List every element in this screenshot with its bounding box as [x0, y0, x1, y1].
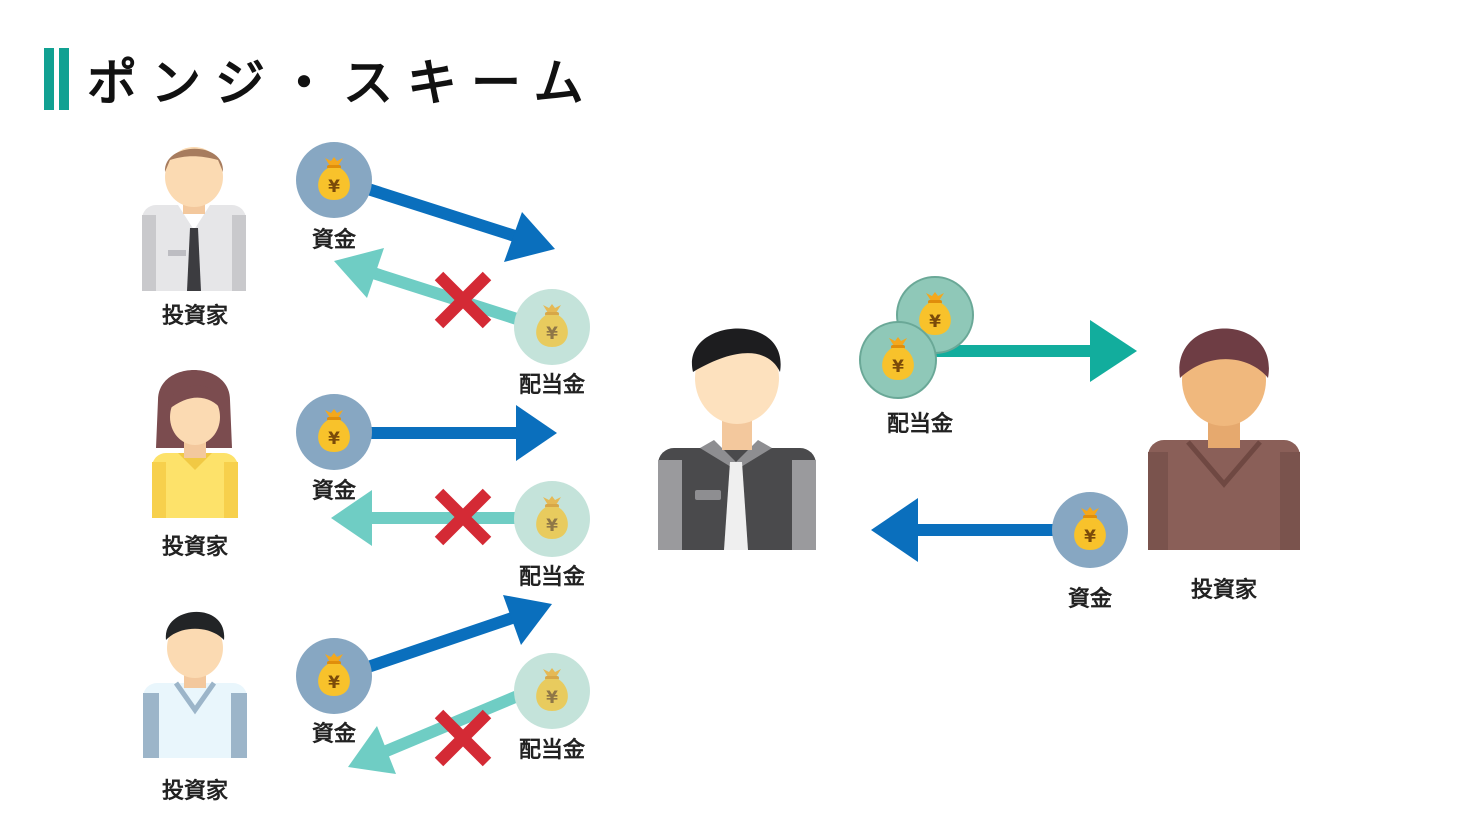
investor-avatar-3 [143, 611, 247, 758]
dividend-arrow-1 [334, 248, 522, 326]
investor-label: 投資家 [1190, 578, 1257, 603]
page-title: ポンジ・スキーム [87, 54, 598, 112]
funds-arrow-1 [366, 183, 555, 262]
investor-label: 投資家 [161, 304, 228, 329]
dividend-coin-3 [514, 653, 590, 729]
funds-coin-3 [296, 638, 372, 714]
investor-avatar-4 [1148, 328, 1300, 550]
funds-label: 資金 [1067, 587, 1112, 612]
dividend-label: 配当金 [518, 738, 585, 763]
investor-avatar-2 [152, 370, 238, 518]
investor-label: 投資家 [161, 535, 228, 560]
funds-label: 資金 [311, 228, 356, 253]
dividend-coin-paid-front [859, 321, 937, 399]
dividend-arrow-2 [331, 490, 520, 546]
funds-label: 資金 [311, 479, 356, 504]
dividend-coin-1 [514, 289, 590, 365]
funds-arrow-to-organizer [871, 498, 1055, 562]
dividend-label: 配当金 [518, 373, 585, 398]
organizer-avatar [658, 328, 816, 550]
funds-coin-4 [1052, 492, 1128, 568]
title-area: ポンジ・スキーム [44, 48, 598, 112]
funds-coin-1 [296, 142, 372, 218]
investor-avatar-1 [142, 147, 246, 291]
investor-label: 投資家 [161, 779, 228, 804]
funds-arrow-3 [366, 595, 552, 673]
dividend-label: 配当金 [886, 412, 953, 437]
title-accent-bar [59, 48, 69, 110]
funds-arrow-2 [370, 405, 557, 461]
funds-coin-2 [296, 394, 372, 470]
dividend-arrow-paid [935, 320, 1137, 382]
dividend-coin-2 [514, 481, 590, 557]
funds-label: 資金 [311, 722, 356, 747]
dividend-label: 配当金 [518, 565, 585, 590]
title-accent-bar [44, 48, 54, 110]
